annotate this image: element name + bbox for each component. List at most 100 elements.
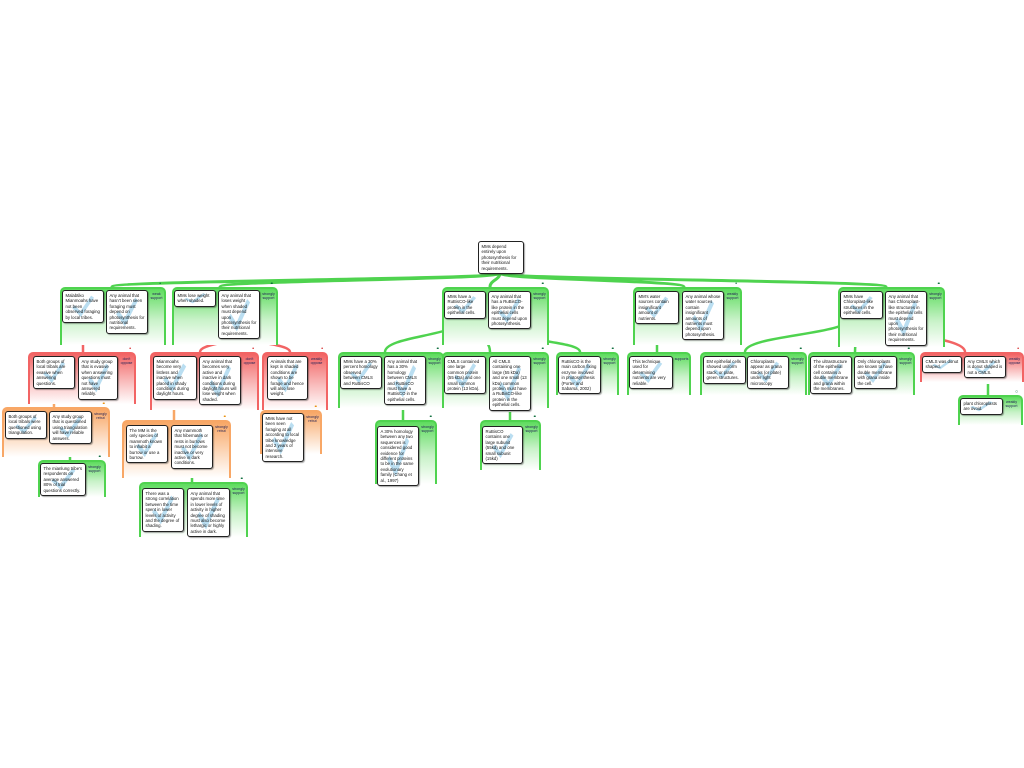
rating-dots-icon: ○ xyxy=(1014,389,1018,395)
claim-box[interactable]: MMs have a 30% percent homology observed… xyxy=(340,356,382,390)
rating-dots-icon: • xyxy=(252,346,254,352)
claim-box[interactable]: This technique used for determining nutr… xyxy=(629,356,673,390)
claim-text: RuBisCO is the main carbon fixing enzyme… xyxy=(561,359,597,392)
claim-text: MMs have Chloroplast-like structures in … xyxy=(843,294,875,316)
group-strength-label: strongly support xyxy=(232,487,245,496)
rating-dots-icon: •• xyxy=(240,476,242,482)
rating-dots-icon: •• xyxy=(98,454,100,460)
claim-box[interactable]: RuBisCO is the main carbon fixing enzyme… xyxy=(558,356,601,395)
claim-text: Both groups of local tribals are evasive… xyxy=(36,359,66,386)
group-strength-label: weakly support xyxy=(1005,400,1018,409)
group-strength-label: strongly support xyxy=(929,292,942,301)
rating-dots-icon: •• xyxy=(436,346,438,352)
claim-box[interactable]: Malabtiko Mianmoahs have not been observ… xyxy=(62,290,104,324)
claim-box[interactable]: CMLS was donut shaped. xyxy=(922,356,962,373)
claim-box[interactable]: Any mammoth that hibernates or rests in … xyxy=(171,425,213,469)
claim-box[interactable]: Any animal whose water sources contain i… xyxy=(682,291,724,341)
claim-box[interactable]: Both groups of local tribals were questi… xyxy=(5,411,47,439)
group-strength-label: strongly support xyxy=(428,357,441,366)
connector-g5a xyxy=(743,317,852,353)
claim-box[interactable]: Any study group that is evasive when ans… xyxy=(78,356,118,400)
rating-dots-icon: •• xyxy=(314,404,316,410)
root-claim-text: MMs depend entirely upon photosynthesis … xyxy=(481,244,517,271)
claim-box[interactable]: MMs have Chloroplast-like structures in … xyxy=(840,291,883,319)
claim-text: This technique used for determining nutr… xyxy=(632,359,666,386)
claim-box[interactable]: Any animal that has a RuBisCO-like prote… xyxy=(488,291,531,330)
group-strength-label: strongly support xyxy=(525,425,538,434)
group-strength-label: strongly rebut xyxy=(215,425,228,434)
group-strength-label: strongly support xyxy=(533,292,546,301)
claim-box[interactable]: MMs have not been seen foraging at all a… xyxy=(262,413,304,463)
claim-box[interactable]: Any animal that loses weight when shaded… xyxy=(218,290,260,340)
claim-text: MM's water sources contain insignificant… xyxy=(638,294,669,321)
claim-box[interactable]: Any animal that has a 30% homology betwe… xyxy=(384,356,426,406)
claim-box[interactable]: The ultrastructure of the epithelial cel… xyxy=(810,356,852,395)
rating-dots-icon: •• xyxy=(223,414,225,420)
rating-dots-icon: • xyxy=(321,346,323,352)
claim-box[interactable]: Animals that are kept in shaded conditio… xyxy=(267,356,308,400)
claim-box[interactable]: CMLS contained one large common protein … xyxy=(444,356,486,395)
rating-dots-icon: •• xyxy=(533,414,535,420)
rating-dots-icon: •• xyxy=(270,281,272,287)
claim-text: Any animal that spends more time in lowe… xyxy=(190,491,226,534)
claim-text: plant chloroplasts are ovoid. xyxy=(963,401,997,412)
claim-box[interactable]: Any animal that has Chloroplast-like str… xyxy=(885,291,927,346)
claim-text: The mianlung tribe's respondents on aver… xyxy=(43,466,83,493)
group-strength-label: strongly rebut xyxy=(306,415,319,424)
claim-box[interactable]: MMs lose weight when shaded. xyxy=(174,290,216,307)
group-strength-label: supports xyxy=(674,357,689,361)
group-strength-label: strongly support xyxy=(791,357,804,366)
claim-box[interactable]: plant chloroplasts are ovoid. xyxy=(960,398,1003,415)
claim-text: MMs have a RuBisCO-like protein in the e… xyxy=(447,294,476,316)
claim-box[interactable]: The MM is the only species of mammoth kn… xyxy=(126,425,168,464)
claim-box[interactable]: There was a strong correlation between t… xyxy=(142,488,184,532)
claim-box[interactable]: A 30% homology between any two sequences… xyxy=(377,426,419,487)
claim-box[interactable]: Any animal that becomes very active and … xyxy=(199,356,241,406)
rating-dots-icon: •• xyxy=(799,346,801,352)
claim-box[interactable]: Any animal that hasn't been seen foragin… xyxy=(106,290,148,334)
claim-text: MMs have not been seen foraging at all a… xyxy=(265,416,299,459)
rating-dots-icon: •• xyxy=(611,346,613,352)
rating-dots-icon: • xyxy=(159,281,161,287)
claim-box[interactable]: Any animal that spends more time in lowe… xyxy=(187,488,230,538)
group-strength-label: strongly support xyxy=(899,357,912,366)
claim-text: MMs have a 30% percent homology observed… xyxy=(343,359,378,386)
claim-text: Any animal that loses weight when shaded… xyxy=(221,293,257,336)
claim-text: Chloroplasts appear as grana stacks (or … xyxy=(750,359,782,386)
group-strength-label: weakly oppose xyxy=(310,357,323,366)
claim-box[interactable]: MMs have a RuBisCO-like protein in the e… xyxy=(444,291,486,319)
group-strength-label: weakly oppose xyxy=(1008,357,1021,366)
claim-text: All CMLS containing one large (55 kDa) a… xyxy=(492,359,527,408)
claim-text: Any study group that is questioned using… xyxy=(52,414,88,441)
claim-text: Any CMLS which is donut shaped is not a … xyxy=(967,359,1003,375)
group-strength-label: strongly support xyxy=(421,425,434,434)
claim-text: There was a strong correlation between t… xyxy=(145,491,180,529)
claim-box[interactable]: Both groups of local tribals are evasive… xyxy=(33,356,75,390)
claim-text: Any mammoth that hibernates or rests in … xyxy=(174,428,208,466)
connector-g5 xyxy=(498,271,888,289)
group-strength-label: strongly support xyxy=(603,357,616,366)
connector-g2 xyxy=(218,271,502,289)
claim-box[interactable]: Mianmoahs become very listless and inact… xyxy=(153,356,197,400)
claim-box[interactable]: Any study group that is questioned using… xyxy=(49,411,92,445)
claim-text: Both groups of local tribals were questi… xyxy=(8,414,42,436)
group-strength-label: don't oppose xyxy=(120,357,133,366)
claim-text: Only chloroplasts are known to have doub… xyxy=(857,359,893,386)
claim-box[interactable]: MM's water sources contain insignificant… xyxy=(635,291,679,325)
claim-box[interactable]: The mianlung tribe's respondents on aver… xyxy=(40,463,86,497)
group-strength-label: strongly support xyxy=(262,292,275,301)
claim-text: MMs lose weight when shaded. xyxy=(177,293,210,304)
claim-box[interactable]: Only chloroplasts are known to have doub… xyxy=(854,356,897,390)
claim-text: Animals that are kept in shaded conditio… xyxy=(270,359,304,397)
rating-dots-icon: • xyxy=(735,281,737,287)
claim-box[interactable]: Any CMLS which is donut shaped is not a … xyxy=(964,356,1006,379)
claim-box[interactable]: EM epithelial cells showed uniform stack… xyxy=(703,356,746,384)
root-claim[interactable]: MMs depend entirely upon photosynthesis … xyxy=(478,241,524,275)
claim-box[interactable]: Chloroplasts appear as grana stacks (or … xyxy=(747,356,789,390)
claim-text: RuBisCO contains one large subunit (55kd… xyxy=(485,429,515,462)
claim-box[interactable]: All CMLS containing one large (55 kDa) a… xyxy=(489,356,531,411)
claim-box[interactable]: RuBisCO contains one large subunit (55kd… xyxy=(482,426,523,465)
rating-dots-icon: •• xyxy=(541,346,543,352)
claim-text: Any animal that becomes very active and … xyxy=(202,359,237,402)
group-strength-label: don't oppose xyxy=(243,357,256,366)
